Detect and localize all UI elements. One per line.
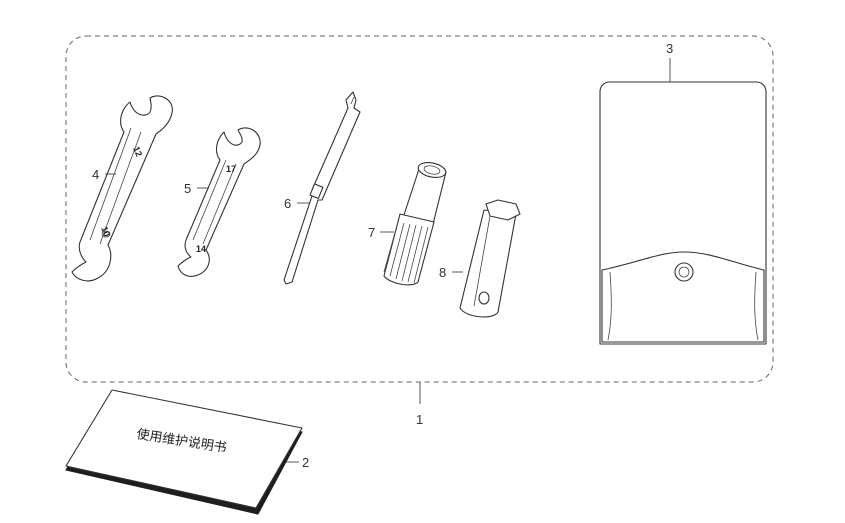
callout-6: 6 <box>284 196 291 211</box>
engraving-12: 12 <box>131 145 144 158</box>
screwdriver <box>283 91 361 285</box>
engraving-10: 10 <box>99 225 112 238</box>
callout-3: 3 <box>666 41 673 56</box>
spark-plug-wrench <box>459 199 521 318</box>
owners-manual: 使用维护说明书 <box>65 389 303 515</box>
callout-2: 2 <box>302 455 309 470</box>
callout-7: 7 <box>368 225 375 240</box>
socket-wrench <box>383 162 447 286</box>
callout-1: 1 <box>416 412 423 427</box>
engraving-17: 17 <box>226 164 236 174</box>
double-open-wrench-10-12: 12 10 <box>71 95 173 282</box>
callout-5: 5 <box>184 181 191 196</box>
double-open-wrench-14-17: 17 14 <box>177 127 261 277</box>
engraving-14: 14 <box>196 244 206 254</box>
toolkit-boundary-dashed <box>65 35 774 383</box>
callout-8: 8 <box>439 265 446 280</box>
callout-4: 4 <box>92 167 99 182</box>
tool-pouch <box>599 81 767 345</box>
